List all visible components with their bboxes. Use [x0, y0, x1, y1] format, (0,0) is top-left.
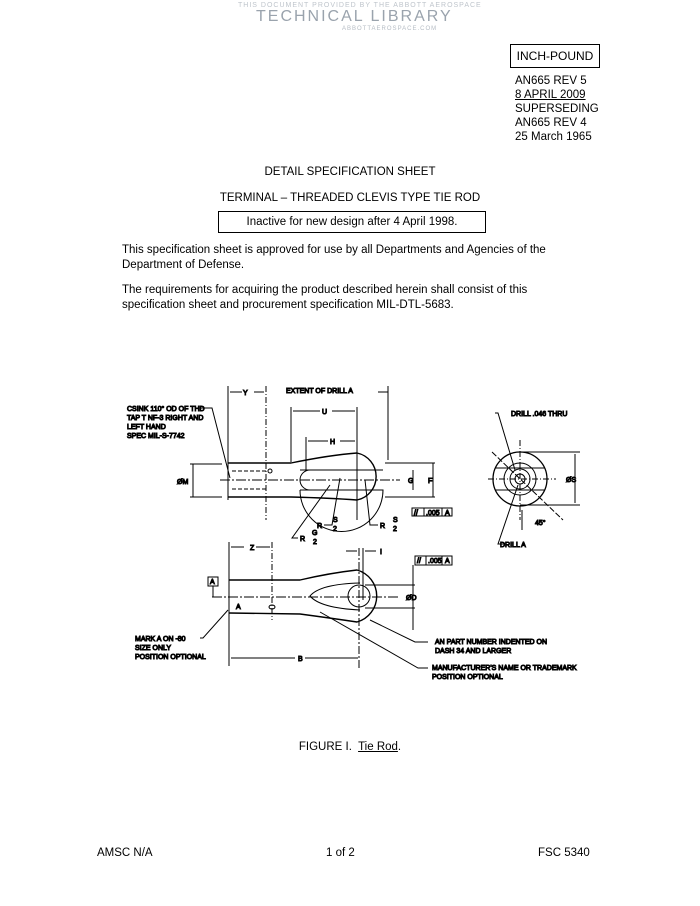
csink-note-3: LEFT HAND — [127, 424, 166, 431]
radius-label: R — [317, 523, 322, 530]
tol-value: .005 — [428, 558, 442, 565]
figure-number: FIGURE I. — [298, 741, 352, 753]
tol-symbol: // — [414, 510, 418, 517]
inactive-notice: Inactive for new design after 4 April 19… — [218, 211, 486, 233]
radius-s: S — [333, 517, 338, 524]
dim-b: B — [298, 656, 303, 663]
doc-date: 8 APRIL 2009 — [515, 89, 586, 101]
sheet-type: DETAIL SPECIFICATION SHEET — [264, 166, 436, 178]
doc-id: AN665 REV 5 — [515, 75, 587, 87]
csink-note-2: TAP T NF-3 RIGHT AND — [127, 415, 203, 422]
csink-note-4: SPEC MIL-S-7742 — [127, 433, 185, 440]
side-view — [190, 386, 453, 539]
footer-fsc: FSC 5340 — [538, 847, 590, 859]
watermark-logo: TECHNICAL LIBRARY — [256, 8, 453, 25]
radius-2: 2 — [333, 526, 337, 533]
tol-value: .005 — [426, 510, 440, 517]
revision-block: AN665 REV 5 8 APRIL 2009 SUPERSEDING AN6… — [515, 74, 599, 144]
dim-os: ØS — [566, 477, 576, 484]
dim-u: U — [322, 409, 327, 416]
radius-s: S — [393, 517, 398, 524]
prev-doc-id: AN665 REV 4 — [515, 117, 587, 129]
unit-box: INCH-POUND — [510, 44, 600, 68]
product-title: TERMINAL – THREADED CLEVIS TYPE TIE ROD — [219, 192, 481, 204]
dim-od: ØD — [406, 595, 417, 602]
angle-45: 45° — [535, 519, 546, 527]
mfr-note-2: POSITION OPTIONAL — [432, 674, 503, 681]
radius-2: 2 — [313, 539, 317, 546]
footer-amsc: AMSC N/A — [97, 847, 153, 859]
superseding: SUPERSEDING — [515, 103, 599, 115]
tol-symbol: // — [417, 558, 421, 565]
dim-i: I — [380, 549, 382, 556]
radius-label: R — [300, 536, 305, 543]
mfr-note-1: MANUFACTURER'S NAME OR TRADEMARK — [432, 665, 577, 672]
figure-title: Tie Rod — [358, 741, 398, 753]
requirements-paragraph: The requirements for acquiring the produ… — [122, 284, 528, 311]
extent-label: EXTENT OF DRILL A — [286, 388, 353, 395]
csink-note-1: CSINK 110° OD OF THD — [127, 405, 205, 413]
mark-note-1: MARK A ON -80 — [135, 636, 186, 643]
dim-z: Z — [250, 545, 255, 552]
watermark-url: ABBOTTAEROSPACE.COM — [342, 26, 438, 32]
prev-doc-date: 25 March 1965 — [515, 131, 592, 143]
an-note-1: AN PART NUMBER INDENTED ON — [435, 639, 547, 646]
mark-note-3: POSITION OPTIONAL — [135, 654, 206, 661]
approval-paragraph: This specification sheet is approved for… — [122, 244, 546, 271]
radius-label: R — [380, 523, 385, 530]
mark-a: A — [236, 604, 241, 611]
dim-h: H — [330, 439, 335, 446]
radius-2: 2 — [393, 526, 397, 533]
dim-f: F — [428, 478, 432, 485]
dim-g: G — [408, 478, 413, 485]
tol-datum: A — [445, 510, 450, 517]
watermark-line1: THIS DOCUMENT PROVIDED BY THE ABBOTT AER… — [238, 2, 482, 9]
mark-note-2: SIZE ONLY — [135, 645, 171, 652]
footer-page: 1 of 2 — [326, 847, 355, 859]
dim-y: Y — [243, 390, 248, 397]
end-view — [488, 412, 580, 545]
radius-g: G — [312, 530, 317, 537]
drill-046-label: DRILL .046 THRU — [511, 411, 567, 418]
tol-datum: A — [445, 558, 450, 565]
dim-m: ØM — [177, 479, 188, 486]
figure-caption: FIGURE I. Tie Rod. — [0, 741, 700, 753]
figure-period: . — [397, 741, 402, 753]
top-view — [200, 542, 453, 670]
drill-a-label: DRILL A — [500, 542, 526, 549]
an-note-2: DASH 34 AND LARGER — [435, 648, 511, 655]
datum-a: A — [210, 579, 215, 586]
